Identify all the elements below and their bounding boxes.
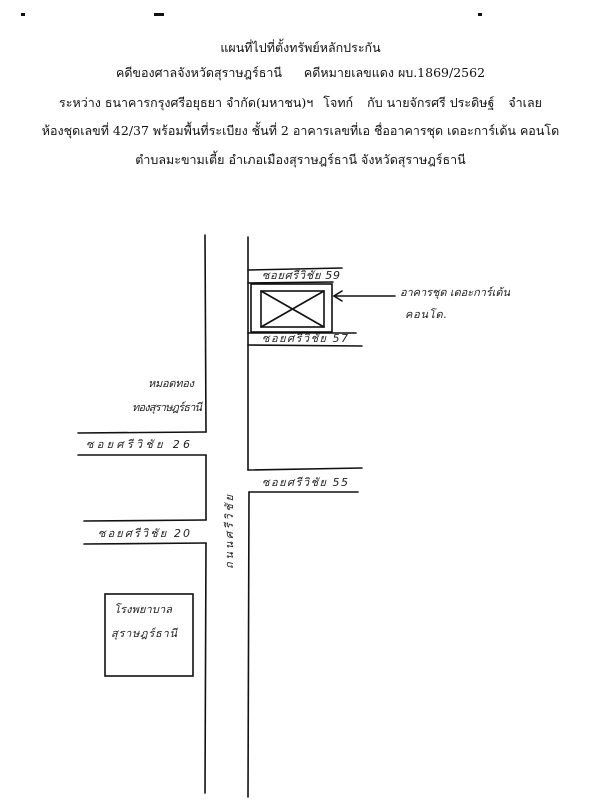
- arrow-head: [332, 290, 343, 302]
- title-text: แผนที่ไปที่ตั้งทรัพย์หลักประกัน: [220, 40, 381, 55]
- case-line: คดีของศาลจังหวัดสุราษฎร์ธานี คดีหมายเลขแด…: [0, 63, 601, 83]
- scan-mark-center: [154, 13, 164, 16]
- tomb-label-line-2: ทองสุราษฎร์ธานี: [132, 401, 203, 414]
- main-road-edge-right-lower: [247, 491, 250, 798]
- location-description: ตำบลมะขามเตี้ย อำเภอเมืองสุราษฎร์ธานี จั…: [135, 152, 466, 167]
- soi-55-label: ซอยศรีวิชัย 55: [262, 476, 348, 489]
- document-title: แผนที่ไปที่ตั้งทรัพย์หลักประกัน: [0, 38, 601, 58]
- soi-20-top-edge: [83, 519, 207, 522]
- property-description: ห้องชุดเลขที่ 42/37 พร้อมพื้นที่ระเบียง …: [41, 123, 560, 138]
- condo-box: [260, 290, 325, 328]
- parties-line: ระหว่าง ธนาคารกรุงศรีอยุธยา จำกัด(มหาชน)…: [0, 93, 601, 113]
- hospital-label-line-2: สุราษฎร์ธานี: [111, 627, 178, 640]
- defendant-role: จำเลย: [508, 95, 542, 110]
- soi-57-label: ซอยศรีวิชัย 57: [262, 332, 348, 345]
- hospital-box: [104, 593, 194, 677]
- property-line: ห้องชุดเลขที่ 42/37 พร้อมพื้นที่ระเบียง …: [0, 121, 601, 141]
- main-road-edge-left-upper: [204, 234, 207, 433]
- condo-frame: [250, 283, 333, 333]
- location-line: ตำบลมะขามเตี้ย อำเภอเมืองสุราษฎร์ธานี จั…: [0, 150, 601, 170]
- target-label-line-1: อาคารชุด เดอะการ์เด้น: [400, 286, 510, 299]
- scan-mark-right: [478, 13, 482, 16]
- between-word: กับ: [367, 95, 383, 110]
- court-name: คดีของศาลจังหวัดสุราษฎร์ธานี: [115, 65, 282, 80]
- soi-57-bottom-edge: [247, 344, 363, 347]
- case-number: คดีหมายเลขแดง ผบ.1869/2562: [303, 65, 486, 80]
- soi-20-label: ซอยศรีวิชัย 20: [98, 527, 190, 540]
- scan-mark-left: [21, 13, 25, 16]
- soi-20-bottom-edge: [83, 542, 207, 545]
- plaintiff-role: โจทก์: [323, 95, 354, 110]
- plaintiff-name: ธนาคารกรุงศรีอยุธยา จำกัด(มหาชน)ฯ: [104, 95, 314, 110]
- soi-59-label: ซอยศรีวิชัย 59: [262, 269, 340, 282]
- soi-59-bottom-edge: [247, 281, 334, 284]
- hospital-label-line-1: โรงพยาบาล: [114, 603, 173, 616]
- soi-55-top-edge: [247, 467, 363, 471]
- target-label-line-2: คอนโด.: [405, 308, 447, 321]
- main-road-edge-left-lower: [204, 542, 207, 794]
- soi-59-top-edge: [247, 267, 343, 271]
- soi-26-top-edge: [77, 431, 207, 434]
- condo-cross-2: [260, 290, 325, 328]
- parties-intro: ระหว่าง: [59, 95, 101, 110]
- tomb-label-line-1: หมอดทอง: [148, 377, 196, 390]
- defendant-name: นายจักรศรี ประดิษฐ์: [386, 95, 495, 110]
- soi-26-label: ซอยศรีวิชัย 26: [86, 438, 190, 451]
- main-road-label: ถนนศรีวิชัย: [223, 493, 236, 569]
